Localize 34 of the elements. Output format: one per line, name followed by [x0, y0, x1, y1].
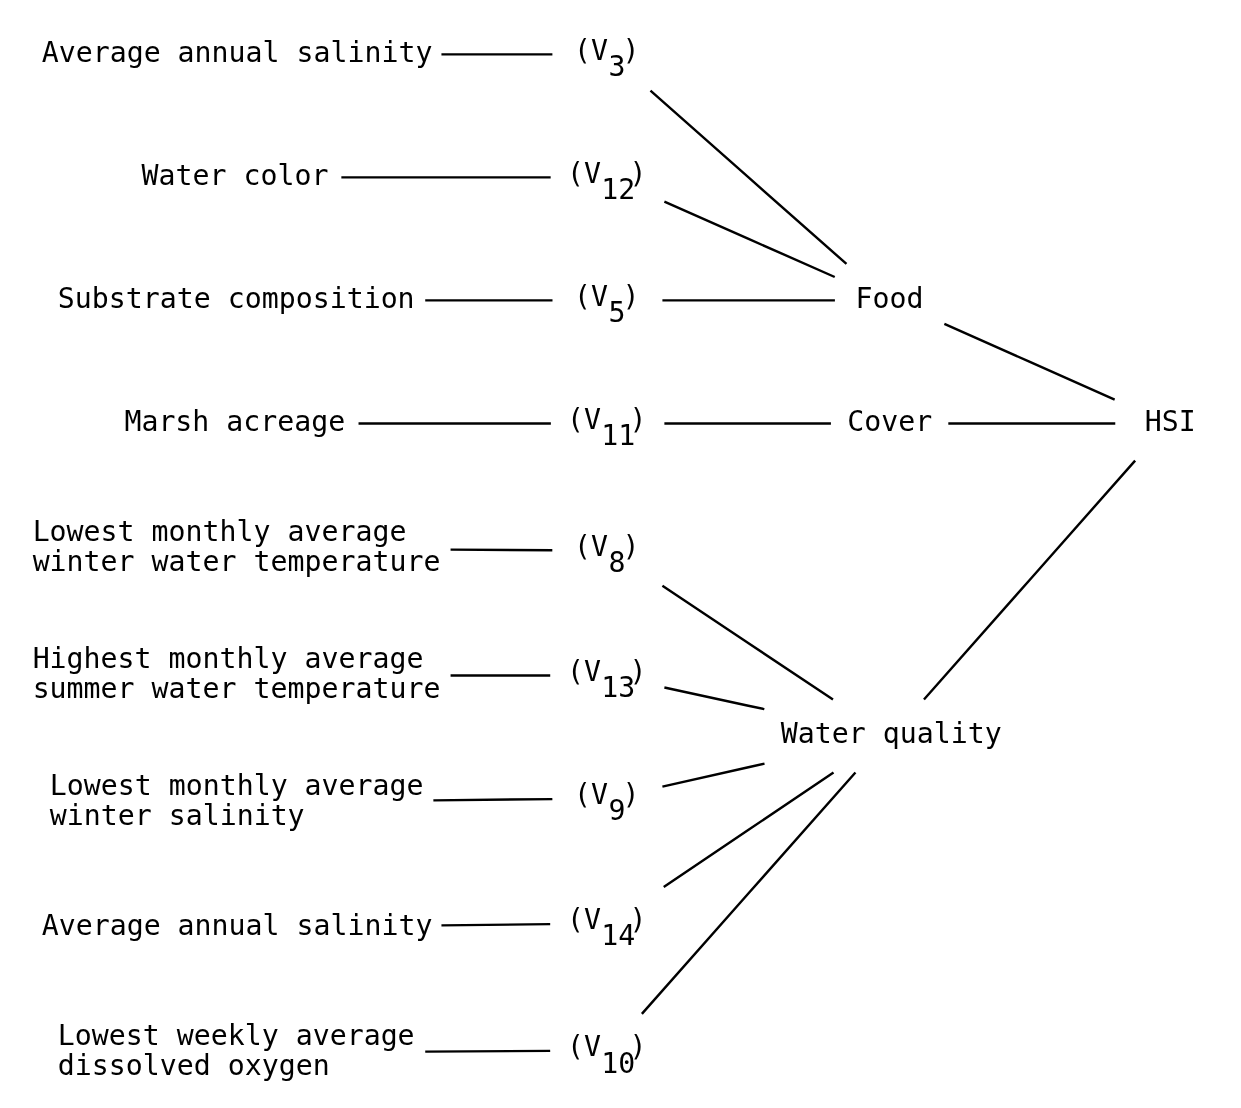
- node-text: Lowest monthly average winter water temperature: [32, 514, 441, 578]
- connector: [661, 584, 834, 701]
- connector: [664, 685, 765, 710]
- connector: [948, 421, 1116, 425]
- connector: [358, 421, 551, 425]
- connector: [662, 298, 835, 302]
- connector: [663, 771, 835, 888]
- node-text: Water color: [141, 158, 329, 192]
- connector: [433, 797, 553, 802]
- connector: [425, 1049, 551, 1053]
- node-text: Water quality: [780, 716, 1002, 750]
- node-text: Lowest weekly average dissolved oxygen: [57, 1018, 415, 1082]
- node-text: Highest monthly average summer water temperature: [32, 641, 441, 705]
- node-text: Food: [855, 281, 924, 315]
- node-text: HSI: [1144, 404, 1196, 438]
- connector: [450, 673, 551, 677]
- connector: [441, 922, 551, 927]
- node-text: Substrate composition: [57, 281, 415, 315]
- connector: [441, 52, 553, 56]
- connector: [450, 547, 553, 551]
- node-text: Average annual salinity: [41, 35, 433, 69]
- connector: [640, 771, 857, 1015]
- node-text: Cover: [847, 404, 933, 438]
- connector: [943, 322, 1116, 401]
- connector: [663, 200, 836, 278]
- node-text: Marsh acreage: [124, 404, 346, 438]
- connector: [923, 459, 1137, 700]
- connector: [662, 762, 765, 788]
- connector: [649, 89, 848, 265]
- connector: [425, 298, 553, 302]
- connector: [664, 421, 831, 425]
- node-text: Average annual salinity: [41, 908, 433, 942]
- node-text: Lowest monthly average winter salinity: [49, 768, 424, 832]
- connector: [341, 175, 551, 179]
